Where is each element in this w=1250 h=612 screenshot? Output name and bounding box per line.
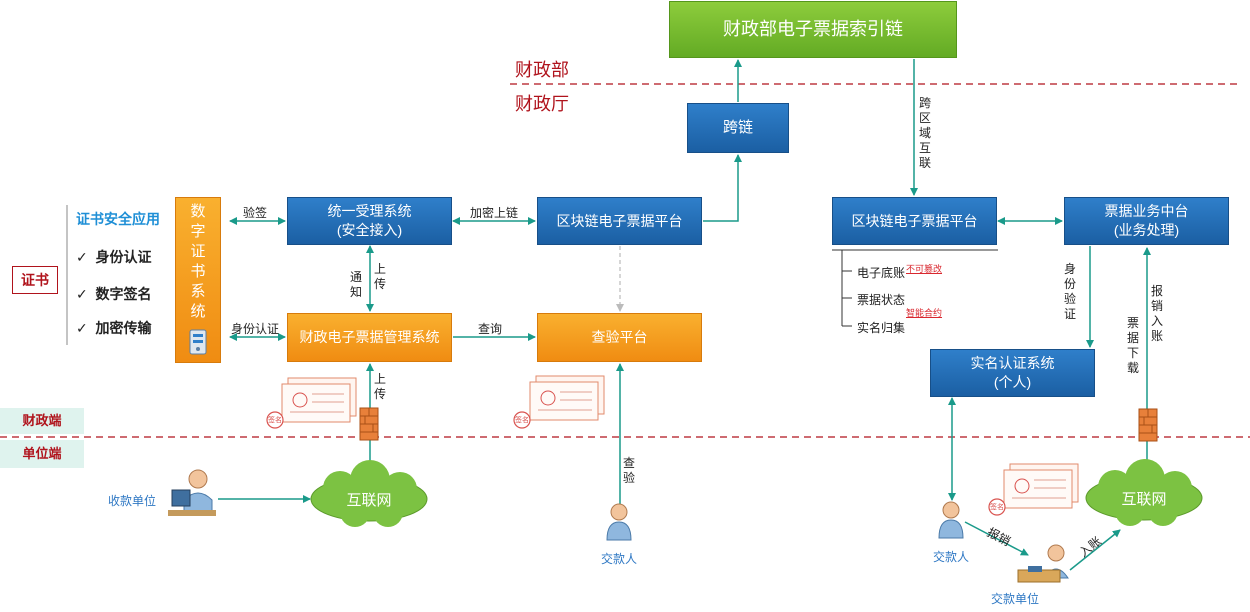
label-reimburse-entry: 报销入账	[1150, 284, 1163, 343]
label-cross-region: 跨区域互联	[918, 96, 931, 170]
internet-cloud-left	[310, 460, 428, 527]
label-encrypt-upload: 加密上链	[470, 206, 519, 220]
firewall-icon-left	[359, 407, 379, 441]
biz-center-label: 票据业务中台	[1104, 203, 1189, 220]
blockchain-platform-left-label: 区块链电子票据平台	[556, 212, 683, 229]
cert-item-3: ✓ 加密传输	[76, 320, 152, 336]
finance-side-tag: 财政端	[0, 408, 84, 434]
unified-system-sublabel: (安全接入)	[336, 222, 403, 238]
department-label: 财政厅	[515, 94, 569, 114]
verify-platform-label: 查验平台	[591, 329, 648, 346]
firewall-icon-right	[1138, 408, 1158, 442]
unit-side-tag: 单位端	[0, 440, 84, 468]
label-verify-sign: 验签	[243, 206, 268, 220]
cert-item-2: ✓ 数字签名	[76, 286, 152, 302]
ledger-note-a: 不可篡改	[906, 265, 943, 275]
server-icon	[189, 329, 207, 355]
internet-cloud-right	[1085, 459, 1203, 526]
ledger-item-1: 电子底账	[857, 266, 906, 280]
label-query: 查询	[478, 322, 503, 336]
pay-unit-person-icon	[1017, 544, 1069, 583]
realname-system-sublabel: (个人)	[993, 374, 1032, 390]
payer-right-label: 交款人	[933, 550, 970, 564]
collector-person-icon	[168, 469, 216, 516]
cross-chain-label: 跨链	[722, 118, 753, 136]
label-check: 查验	[622, 456, 635, 485]
verify-platform-box: 查验平台	[537, 313, 702, 362]
cross-chain-box: 跨链	[687, 103, 789, 153]
index-chain-box: 财政部电子票据索引链	[669, 1, 957, 58]
internet-right-label: 互联网	[1121, 491, 1167, 508]
ledger-note-b: 智能合约	[906, 309, 943, 319]
cert-tag: 证书	[12, 266, 58, 294]
payer-person-icon-right	[938, 501, 964, 539]
cert-system-label: 数字证书系统	[190, 203, 206, 320]
label-bill-download: 票据下载	[1126, 316, 1139, 375]
biz-center-box: 票据业务中台 (业务处理)	[1064, 197, 1229, 245]
label-identity-verify: 身份验证	[1063, 262, 1076, 321]
collector-label: 收款单位	[108, 494, 157, 508]
unified-system-label: 统一受理系统	[327, 203, 412, 220]
arrow-reimburse	[964, 521, 1029, 556]
internet-left-label: 互联网	[346, 492, 392, 509]
pay-unit-label: 交款单位	[991, 592, 1040, 606]
mgmt-system-label: 财政电子票据管理系统	[299, 329, 440, 346]
arrow-entry	[1069, 529, 1121, 571]
cert-item-1: ✓ 身份认证	[76, 249, 152, 265]
index-chain-label: 财政部电子票据索引链	[723, 19, 903, 40]
label-identity-auth: 身份认证	[231, 322, 280, 336]
invoice-doc-icon-left	[266, 377, 357, 429]
ledger-item-3: 实名归集	[857, 321, 906, 335]
cert-system-box: 数字证书系统	[175, 197, 221, 363]
unified-system-box: 统一受理系统 (安全接入)	[287, 197, 452, 245]
stamp-label-mid: 签名	[515, 417, 529, 424]
label-upload-a: 上传	[373, 262, 386, 291]
realname-system-label: 实名认证系统	[970, 355, 1055, 372]
ministry-label: 财政部	[515, 60, 569, 80]
ledger-item-2: 票据状态	[857, 293, 906, 307]
invoice-doc-icon-right	[988, 463, 1079, 516]
biz-center-sublabel: (业务处理)	[1113, 222, 1180, 238]
label-upload-b: 上传	[373, 372, 386, 401]
invoice-doc-icon-mid	[513, 375, 605, 429]
mgmt-system-box: 财政电子票据管理系统	[287, 313, 452, 362]
payer-person-icon-mid	[606, 503, 632, 541]
stamp-label-left: 签名	[268, 417, 282, 424]
blockchain-platform-right-box: 区块链电子票据平台	[832, 197, 997, 245]
blockchain-platform-right-label: 区块链电子票据平台	[851, 212, 978, 229]
arrow-to-cross-chain	[703, 154, 742, 222]
realname-system-box: 实名认证系统 (个人)	[930, 349, 1095, 397]
label-notify: 通知	[349, 270, 362, 299]
stamp-label-right: 签名	[990, 504, 1004, 511]
blockchain-platform-left-box: 区块链电子票据平台	[537, 197, 702, 245]
cert-panel-title: 证书安全应用	[76, 211, 160, 227]
payer-mid-label: 交款人	[601, 552, 638, 566]
